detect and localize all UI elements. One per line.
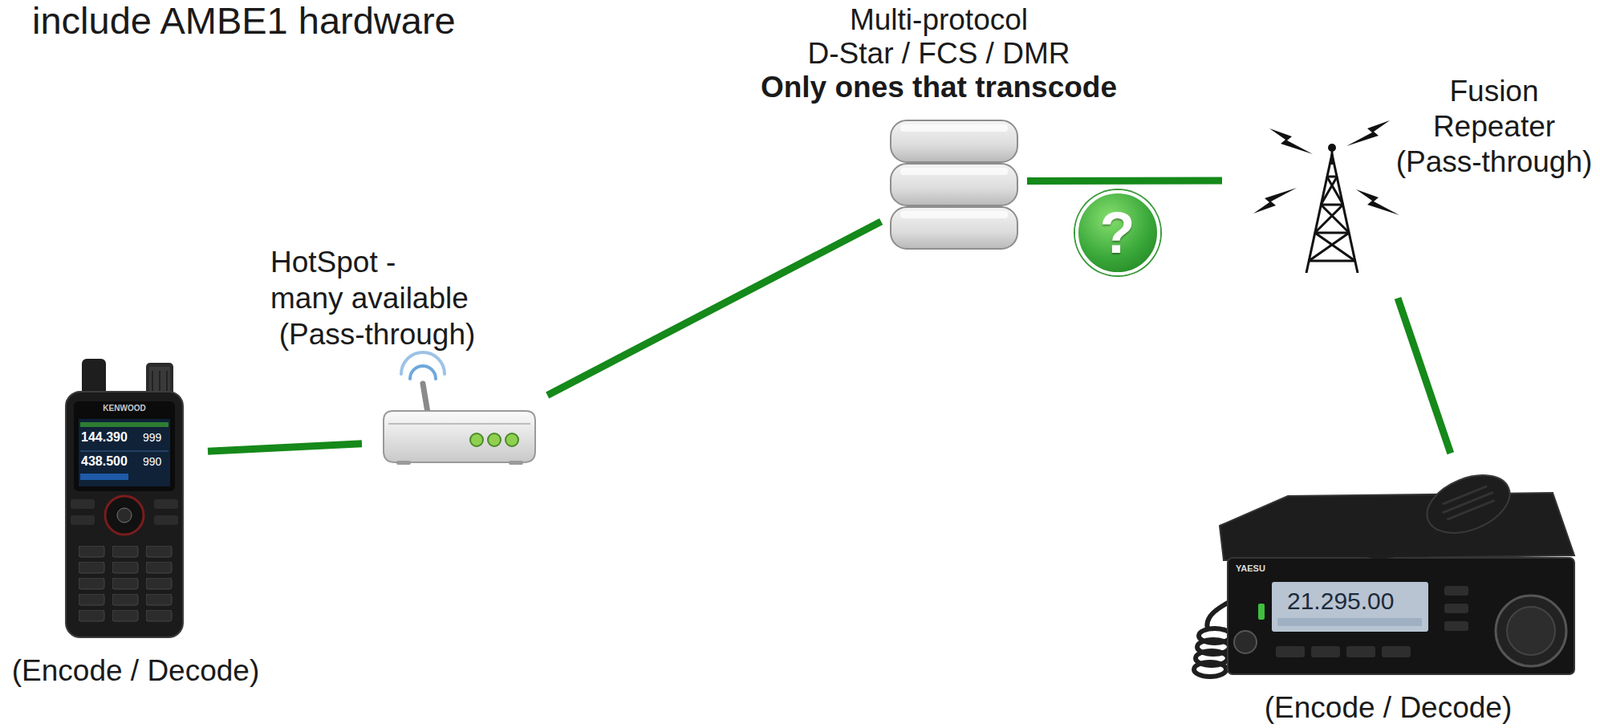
- connector-line: [1397, 297, 1451, 453]
- connector-line: [547, 221, 882, 395]
- connector-line: [207, 443, 362, 452]
- mobile-radio: [1193, 463, 1575, 677]
- device-marking: 999: [142, 430, 162, 444]
- device-area: [888, 117, 1020, 251]
- device-label: HotSpot -: [270, 244, 396, 281]
- device-label: Only ones that transcode: [760, 70, 1117, 105]
- repeater-tower: [1253, 120, 1400, 273]
- diagram-title: include AMBE1 hardware: [32, 0, 456, 42]
- device-label: D-Star / FCS / DMR: [808, 36, 1071, 71]
- connector-line: [1027, 177, 1223, 185]
- device-area: [1193, 464, 1577, 683]
- device-label: Fusion Repeater: [1390, 73, 1598, 145]
- device-marking: 438.500: [81, 454, 128, 469]
- device-marking: 144.390: [81, 430, 128, 445]
- device-label: Multi-protocol: [849, 3, 1028, 37]
- handheld-radio: [65, 358, 183, 638]
- device-label: many available: [270, 280, 469, 317]
- device-label: (Encode / Decode): [12, 653, 260, 688]
- device-marking: YAESU: [1235, 563, 1266, 574]
- hotspot-router: [383, 352, 536, 465]
- device-marking: KENWOOD: [102, 403, 146, 414]
- device-node: Fusion Repeater(Pass-through): [1234, 68, 1599, 281]
- question-badge: ?: [1075, 190, 1161, 276]
- device-label: (Pass-through): [279, 316, 476, 353]
- device-label: (Encode / Decode): [1264, 690, 1513, 725]
- device-label: (Pass-through): [1396, 144, 1593, 180]
- device-area: [382, 357, 537, 465]
- device-node: HotSpot -many available(Pass-through): [264, 239, 546, 472]
- device-marking: 990: [142, 454, 162, 468]
- device-area: [1239, 117, 1419, 276]
- server-stack: [890, 120, 1018, 249]
- device-area: [60, 357, 184, 638]
- device-marking: 21.295.00: [1287, 586, 1394, 615]
